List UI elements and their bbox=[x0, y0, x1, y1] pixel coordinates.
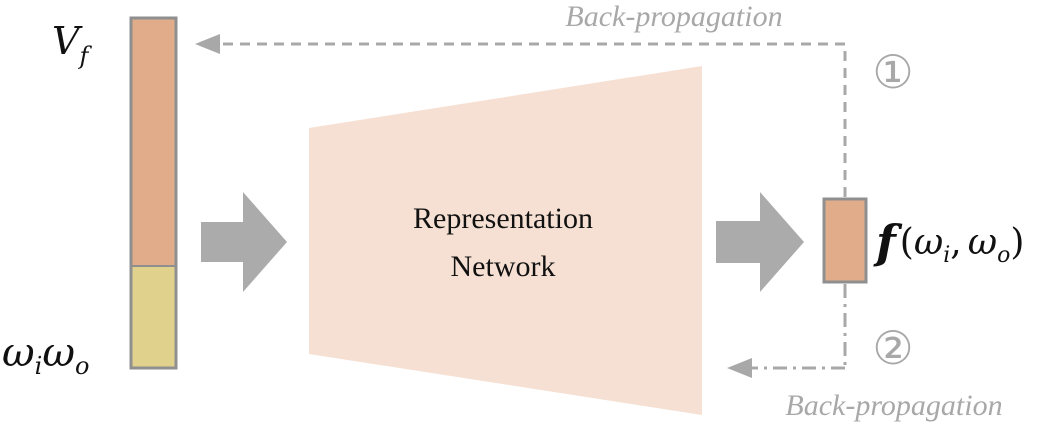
backprop-top-label: Back-propagation bbox=[565, 0, 782, 33]
output-func: f bbox=[873, 215, 903, 269]
backprop-top-path bbox=[195, 34, 847, 197]
output-block bbox=[822, 197, 868, 284]
feature-label-main: V bbox=[52, 19, 83, 63]
direction-label-omega-1: ω bbox=[2, 330, 35, 376]
forward-arrow-input bbox=[201, 192, 287, 292]
representation-network-shape bbox=[309, 66, 702, 415]
network-label-line1: Representation bbox=[413, 202, 593, 235]
feature-label: Vf bbox=[52, 19, 92, 70]
backprop-step-2: ② bbox=[872, 321, 913, 375]
network-label-line2: Network bbox=[451, 250, 556, 283]
direction-label-sub-1: i bbox=[35, 352, 43, 380]
output-close-paren: ) bbox=[1010, 222, 1024, 263]
feature-label-sub: f bbox=[77, 42, 92, 70]
backprop-bottom-label: Back-propagation bbox=[785, 389, 1002, 422]
feature-segment bbox=[131, 18, 176, 266]
output-arg2: ω bbox=[968, 222, 997, 263]
direction-label-sub-2: o bbox=[75, 352, 89, 380]
input-vector-border bbox=[129, 16, 178, 370]
backprop-bottom-arrowhead bbox=[727, 358, 752, 378]
output-arg1: ω bbox=[914, 222, 943, 263]
backprop-step-1: ① bbox=[872, 45, 913, 99]
output-open-paren: ( bbox=[900, 222, 914, 263]
direction-label: ωiωo bbox=[2, 330, 89, 380]
output-arg2-sub: o bbox=[997, 243, 1010, 268]
direction-segment bbox=[131, 266, 176, 368]
input-vector bbox=[129, 16, 178, 370]
backprop-bottom-path bbox=[727, 284, 847, 378]
output-label: f(ωi,ωo) bbox=[873, 215, 1024, 269]
output-comma: , bbox=[950, 222, 961, 263]
output-arg1-sub: i bbox=[943, 243, 950, 268]
forward-arrow-output bbox=[716, 192, 804, 292]
backprop-top-arrowhead bbox=[195, 34, 220, 54]
direction-label-omega-2: ω bbox=[42, 330, 75, 376]
